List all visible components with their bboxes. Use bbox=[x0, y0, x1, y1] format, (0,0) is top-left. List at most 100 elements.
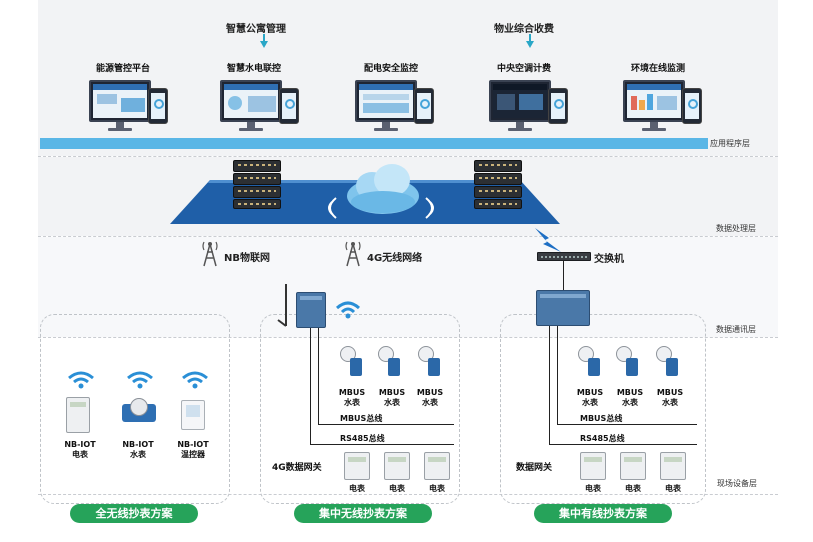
server-left bbox=[233, 186, 281, 198]
server-right bbox=[474, 199, 522, 209]
property-billing-label: 物业综合收费 bbox=[494, 24, 554, 35]
server-right bbox=[474, 186, 522, 198]
switch-label: 交换机 bbox=[594, 254, 624, 265]
electric-meter bbox=[660, 452, 686, 480]
wifi-icon bbox=[68, 371, 94, 389]
layer-label-field: 现场设备层 bbox=[717, 479, 757, 488]
mbus-water-meter bbox=[418, 346, 442, 378]
separator-4 bbox=[38, 494, 778, 495]
app-title-water-power: 智慧水电联控 bbox=[227, 64, 282, 74]
4g-gateway-device bbox=[296, 292, 326, 328]
nb-iot-label: NB物联网 bbox=[224, 253, 270, 264]
layer-label-processing: 数据处理层 bbox=[716, 224, 756, 233]
server-left bbox=[233, 160, 281, 172]
signal-waves-left-icon bbox=[328, 197, 337, 219]
lightning-icon bbox=[535, 228, 561, 252]
mbus-bus-line bbox=[557, 424, 697, 425]
nb-thermostat bbox=[181, 400, 205, 430]
monitor-distribution bbox=[355, 80, 417, 131]
panel-central-wireless bbox=[260, 314, 460, 504]
rs485-bus-label: RS485总线 bbox=[340, 434, 385, 443]
server-left bbox=[233, 173, 281, 185]
phone-hvac bbox=[548, 88, 568, 124]
electric-meter-label: 电表 bbox=[429, 484, 445, 493]
gateway-trunk-2 bbox=[557, 326, 558, 424]
mbus-water-meter bbox=[656, 346, 680, 378]
switch-to-gateway-line bbox=[563, 261, 564, 291]
communication-layer-band bbox=[38, 237, 778, 337]
electric-meter bbox=[344, 452, 370, 480]
scheme-button-central-wireless[interactable]: 集中无线抄表方案 bbox=[294, 504, 432, 523]
scheme-button-full-wireless[interactable]: 全无线抄表方案 bbox=[70, 504, 198, 523]
gateway-trunk-2 bbox=[318, 328, 319, 424]
electric-meter-label: 电表 bbox=[625, 484, 641, 493]
electric-meter-label: 电表 bbox=[389, 484, 405, 493]
panel-full-wireless bbox=[40, 314, 230, 504]
application-bar bbox=[40, 138, 708, 149]
rs485-bus-line bbox=[310, 444, 454, 445]
signal-waves-right-icon bbox=[425, 197, 434, 219]
monitor-water-power bbox=[220, 80, 282, 131]
scheme-button-central-wired[interactable]: 集中有线抄表方案 bbox=[534, 504, 672, 523]
monitor-hvac bbox=[489, 80, 551, 131]
4g-tower-icon bbox=[345, 241, 361, 267]
separator-1 bbox=[38, 156, 778, 157]
data-gateway-label: 数据网关 bbox=[516, 463, 553, 473]
layer-label-communication: 数据通讯层 bbox=[716, 325, 756, 334]
separator-3 bbox=[38, 337, 778, 338]
cloud-icon bbox=[347, 164, 419, 214]
application-layer-band bbox=[38, 0, 778, 156]
nb-water-meter bbox=[122, 398, 156, 424]
phone-energy bbox=[148, 88, 168, 124]
mbus-water-meter bbox=[578, 346, 602, 378]
monitor-environment bbox=[623, 80, 685, 131]
arrow-down-icon bbox=[260, 41, 268, 48]
app-title-energy: 能源管控平台 bbox=[96, 64, 151, 74]
arrow-down-icon bbox=[526, 41, 534, 48]
nb-tower-icon bbox=[202, 241, 218, 267]
panel-central-wired bbox=[500, 314, 706, 504]
data-gateway-device bbox=[536, 290, 590, 326]
rs485-bus-line bbox=[549, 444, 697, 445]
electric-meter-label: 电表 bbox=[585, 484, 601, 493]
electric-meter-label: 电表 bbox=[665, 484, 681, 493]
mbus-bus-line bbox=[318, 424, 454, 425]
phone-water-power bbox=[279, 88, 299, 124]
mbus-bus-label: MBUS总线 bbox=[340, 414, 383, 423]
rs485-bus-label: RS485总线 bbox=[580, 434, 625, 443]
smart-apartment-label: 智慧公寓管理 bbox=[226, 24, 286, 35]
nb-electric-meter bbox=[66, 397, 90, 433]
server-left bbox=[233, 199, 281, 209]
electric-meter bbox=[620, 452, 646, 480]
wifi-icon bbox=[127, 371, 153, 389]
monitor-energy bbox=[89, 80, 151, 131]
antenna-icon bbox=[277, 284, 287, 327]
phone-environment bbox=[682, 88, 702, 124]
network-switch bbox=[537, 252, 591, 261]
app-title-environment: 环境在线监测 bbox=[631, 64, 686, 74]
app-title-distribution: 配电安全监控 bbox=[364, 64, 419, 74]
wifi-icon bbox=[182, 371, 208, 389]
4g-network-label: 4G无线网络 bbox=[367, 253, 423, 264]
server-right bbox=[474, 160, 522, 172]
4g-gateway-label: 4G数据网关 bbox=[272, 463, 322, 473]
app-title-hvac: 中央空调计费 bbox=[497, 64, 552, 74]
gateway-trunk-1 bbox=[310, 328, 311, 444]
mbus-water-meter bbox=[616, 346, 640, 378]
mbus-water-meter bbox=[340, 346, 364, 378]
layer-label-application: 应用程序层 bbox=[710, 139, 750, 148]
wifi-icon bbox=[335, 301, 361, 319]
phone-distribution bbox=[414, 88, 434, 124]
electric-meter bbox=[384, 452, 410, 480]
server-right bbox=[474, 173, 522, 185]
gateway-trunk-1 bbox=[549, 326, 550, 444]
mbus-bus-label: MBUS总线 bbox=[580, 414, 623, 423]
